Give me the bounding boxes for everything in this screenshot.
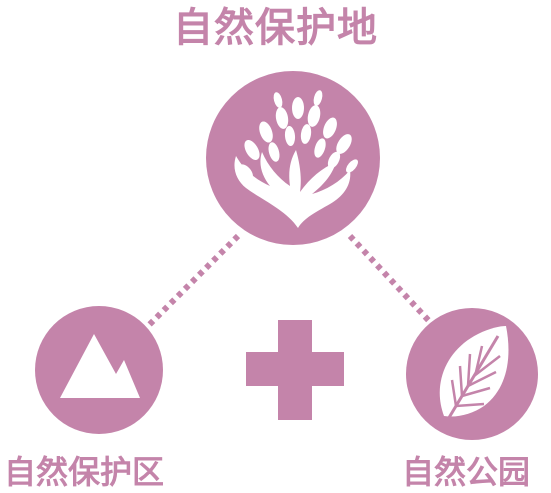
connector-left bbox=[143, 233, 241, 331]
tree-icon bbox=[234, 90, 358, 228]
diagram-title: 自然保护地 bbox=[173, 5, 378, 51]
right-node-label: 自然公园 bbox=[402, 453, 531, 491]
right-node bbox=[406, 308, 538, 440]
connector-right bbox=[347, 233, 433, 325]
plus-icon bbox=[246, 320, 344, 420]
left-node bbox=[35, 306, 163, 434]
left-node-label: 自然保护区 bbox=[4, 453, 165, 491]
mountain-icon bbox=[60, 334, 140, 398]
leaf-icon bbox=[439, 326, 509, 427]
center-node bbox=[206, 71, 380, 245]
